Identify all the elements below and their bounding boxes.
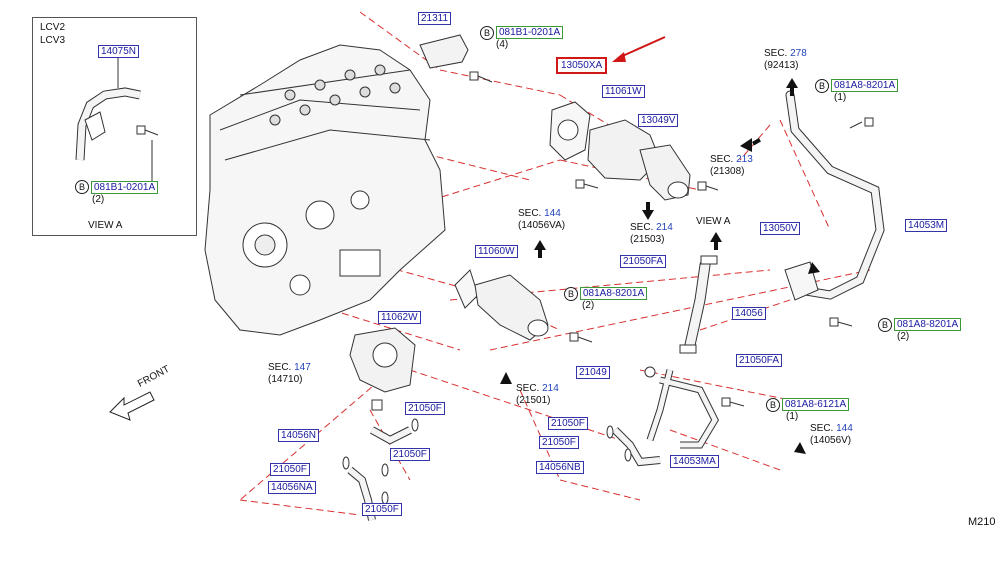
bolt-top	[469, 71, 493, 83]
hose-14056	[684, 259, 711, 351]
bolt-081a8-6121a[interactable]: 081A8-6121A	[782, 398, 850, 411]
front-arrow-icon	[109, 391, 155, 421]
variant-line-2: LCV3	[40, 35, 66, 46]
part-11061w[interactable]: 11061W	[602, 85, 645, 98]
highlight-arrow	[612, 36, 666, 62]
bolt-081a8-8201a-right[interactable]: 081A8-8201A	[894, 318, 962, 331]
section-ref-213[interactable]: SEC. 213 (21308)	[710, 154, 753, 177]
view-a-label: VIEW A	[696, 216, 731, 227]
part-21050f-3[interactable]: 21050F	[270, 463, 310, 476]
inset-hose-sketch	[75, 56, 159, 182]
bolt-qty: (2)	[897, 331, 910, 342]
part-11060w[interactable]: 11060W	[475, 245, 518, 258]
inset-view-label: VIEW A	[88, 220, 123, 231]
bracket-21311	[419, 34, 469, 69]
clamps-small	[342, 418, 632, 505]
diagram-code: M210	[968, 516, 996, 528]
bolt-b-circle: B	[878, 318, 892, 332]
hose-14056n	[370, 426, 412, 445]
part-14056[interactable]: 14056	[732, 307, 766, 320]
part-21050f-4[interactable]: 21050F	[362, 503, 402, 516]
part-13050v[interactable]: 13050V	[760, 222, 801, 235]
section-ref-147[interactable]: SEC. 147 (14710)	[268, 362, 311, 385]
oring-21049	[644, 366, 656, 378]
bolt-081a8-8201a-mid[interactable]: 081A8-8201A	[580, 287, 648, 300]
fitting	[371, 399, 383, 411]
section-ref-278[interactable]: SEC. 278 (92413)	[764, 48, 807, 71]
part-21050fa-top[interactable]: 21050FA	[620, 255, 667, 268]
clamp-top	[700, 255, 718, 265]
bolt-11060w	[569, 332, 593, 343]
clamp-bottom	[679, 344, 697, 354]
bolt-081b1-0201a[interactable]: 081B1-0201A	[496, 26, 564, 39]
section-ref-214-a[interactable]: SEC. 214 (21503)	[630, 222, 673, 245]
part-14056n[interactable]: 14056N	[278, 429, 320, 442]
bolt-b-circle: B	[480, 26, 494, 40]
bolt-b-circle: B	[815, 79, 829, 93]
part-21050f-6[interactable]: 21050F	[539, 436, 579, 449]
inset-view-a	[32, 17, 197, 236]
part-14056nb[interactable]: 14056NB	[536, 461, 584, 474]
part-21050f-5[interactable]: 21050F	[548, 417, 588, 430]
bolts-pipe	[721, 117, 874, 407]
variant-line-1: LCV2	[40, 22, 66, 33]
part-13049v[interactable]: 13049V	[638, 114, 679, 127]
bolt-081b1-0201a-inset[interactable]: 081B1-0201A	[91, 181, 159, 194]
part-21311[interactable]: 21311	[418, 12, 452, 25]
bolt-qty: (2)	[582, 300, 595, 311]
section-ref-144-b[interactable]: SEC. 144 (14056V)	[810, 423, 853, 446]
part-11062w[interactable]: 11062W	[378, 311, 421, 324]
part-21049[interactable]: 21049	[576, 366, 610, 379]
pipe-14053ma	[646, 369, 719, 449]
bolt-qty: (1)	[834, 92, 847, 103]
part-21050fa-bottom[interactable]: 21050FA	[736, 354, 783, 367]
bolt-b-circle: B	[75, 180, 89, 194]
section-ref-144-a[interactable]: SEC. 144 (14056VA)	[518, 208, 566, 231]
part-14075n[interactable]: 14075N	[98, 45, 140, 58]
bolt-b-circle: B	[766, 398, 780, 412]
bolts-housing	[575, 179, 719, 191]
part-14053m[interactable]: 14053M	[905, 219, 948, 232]
bolt-qty: (1)	[786, 411, 799, 422]
part-14056na[interactable]: 14056NA	[268, 481, 316, 494]
bolt-081a8-8201a-top[interactable]: 081A8-8201A	[831, 79, 899, 92]
bolt-qty: (4)	[496, 39, 509, 50]
section-arrows	[500, 78, 820, 454]
section-ref-214-b[interactable]: SEC. 214 (21501)	[516, 383, 559, 406]
part-13050xa[interactable]: 13050XA	[556, 57, 608, 74]
hose-14056nb	[612, 427, 661, 467]
part-14053ma[interactable]: 14053MA	[670, 455, 719, 468]
inset-bolt-qty: (2)	[92, 194, 105, 205]
part-21050f-1[interactable]: 21050F	[405, 402, 445, 415]
bolt-b-circle: B	[564, 287, 578, 301]
pipe-14053m	[785, 90, 885, 300]
part-21050f-2[interactable]: 21050F	[390, 448, 430, 461]
gasket-11062w	[454, 269, 479, 309]
engine-block	[204, 44, 446, 336]
